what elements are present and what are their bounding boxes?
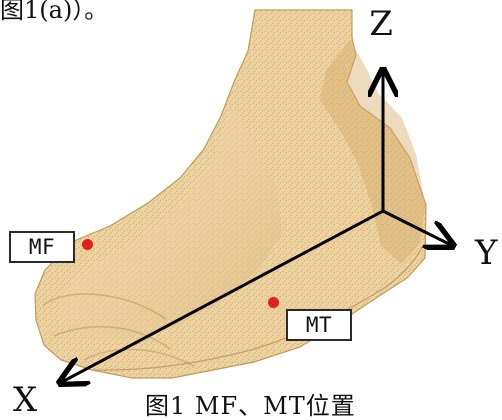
x-axis-label: X	[13, 383, 37, 417]
foot-model	[35, 10, 426, 378]
mf-marker	[82, 239, 93, 250]
z-axis-label: Z	[363, 6, 399, 38]
y-axis-label: Y	[475, 236, 497, 270]
figure-caption: 图1 MF、MT位置	[145, 394, 356, 418]
mf-label-box: MF	[9, 231, 75, 263]
mt-marker	[268, 297, 279, 308]
mt-label-box: MT	[286, 309, 352, 341]
